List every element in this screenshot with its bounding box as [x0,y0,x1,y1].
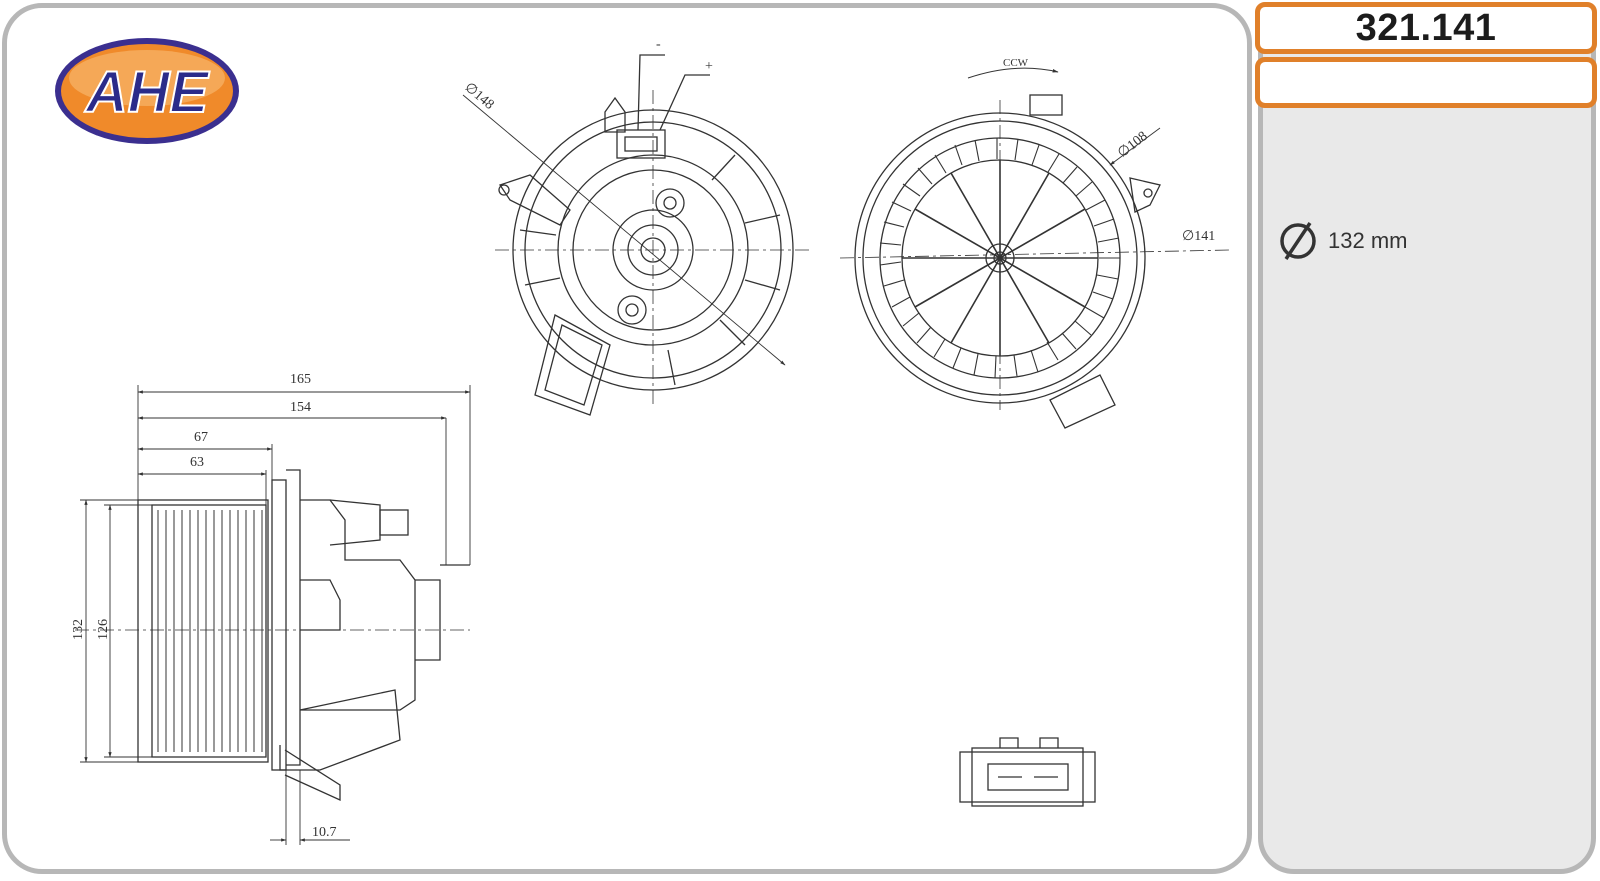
drawing-panel [2,3,1252,874]
part-number-box: 321.141 [1255,2,1597,54]
logo-text: AHE [84,60,211,125]
rear-inner-diameter-label: ∅108 [1115,129,1150,161]
fan-blade-ring [879,138,1120,379]
dim-126-label: 126 [96,619,111,640]
fan-fins [157,510,263,752]
hub-spokes [902,160,1098,356]
rear-view [839,67,1231,429]
diameter-spec: 132 mm [1278,219,1407,263]
rear-outer-diameter-label: ∅141 [1182,229,1215,244]
front-view [462,54,810,416]
dim-67-label: 67 [194,430,208,445]
dim-154-label: 154 [290,400,311,415]
dim-10-7-label: 10.7 [312,825,337,840]
dim-165-label: 165 [290,372,311,387]
connector-drawing [959,737,1096,807]
rotation-label: CCW [1003,57,1029,69]
info-panel [1258,3,1596,874]
part-number: 321.141 [1355,6,1497,49]
side-view [75,385,471,845]
technical-drawing: AHE [55,37,1231,845]
ahe-logo: AHE [55,38,239,144]
dim-132-label: 132 [71,619,86,640]
subtitle-box [1255,57,1597,108]
dim-63-label: 63 [190,455,204,470]
diameter-symbol-icon [1280,222,1316,260]
plus-label: + [705,59,713,74]
diameter-value: 132 mm [1328,228,1408,253]
minus-label: - [656,37,661,52]
